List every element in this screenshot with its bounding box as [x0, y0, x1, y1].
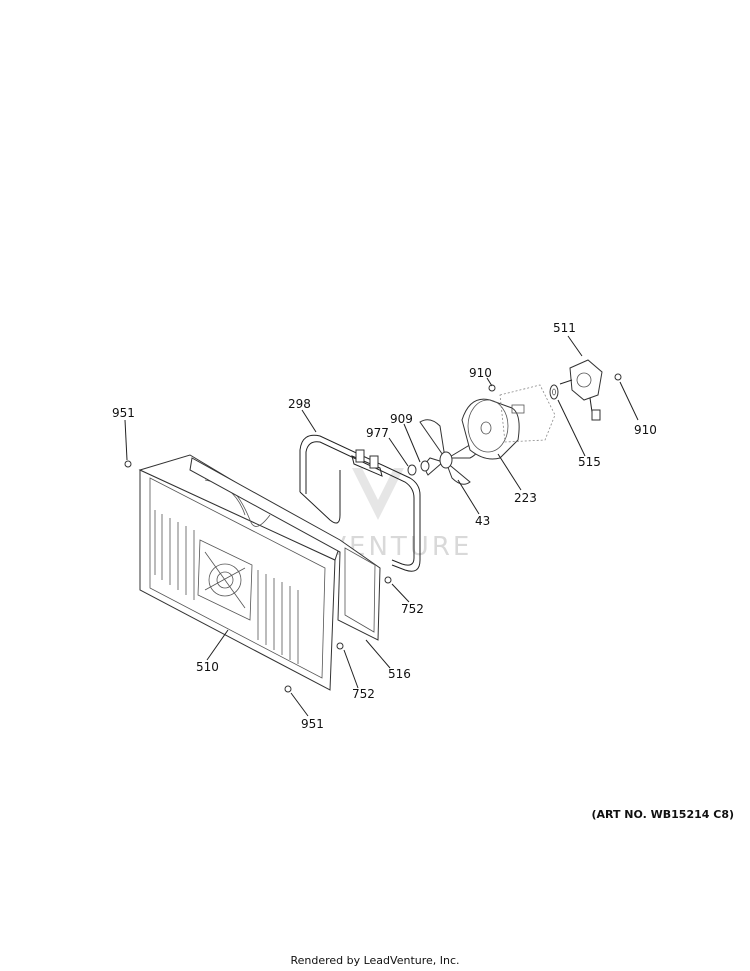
callout-951-bottom: 951: [301, 717, 324, 731]
footer-credit: Rendered by LeadVenture, Inc.: [290, 954, 460, 967]
screw-910-top: [488, 384, 496, 392]
callout-43: 43: [475, 514, 490, 528]
callout-298: 298: [288, 397, 311, 411]
motor-plate: [499, 384, 556, 443]
callout-752-right: 752: [401, 602, 424, 616]
callout-910-right: 910: [634, 423, 657, 437]
rear-panel-510: [138, 454, 341, 691]
motor-511: [559, 359, 603, 421]
callout-223: 223: [514, 491, 537, 505]
screw-951-top: [124, 460, 132, 468]
leader-lines: [124, 335, 639, 717]
screw-951-bottom: [284, 685, 292, 693]
screw-752-bottom: [336, 642, 344, 650]
callout-515: 515: [578, 455, 601, 469]
callout-511: 511: [553, 321, 576, 335]
callout-951-top: 951: [112, 406, 135, 420]
fan-blade-43: [419, 419, 480, 485]
callout-977: 977: [366, 426, 389, 440]
frame-516: [189, 457, 381, 641]
fan-cover-223: [461, 398, 520, 460]
callout-910-top: 910: [469, 366, 492, 380]
washer-515: [549, 384, 559, 400]
callout-510: 510: [196, 660, 219, 674]
washer-977: [407, 464, 417, 476]
callout-labels: 511 910 910 298 909 977 951 515 223 43 7…: [112, 321, 657, 731]
art-number: (ART NO. WB15214 C8): [591, 808, 734, 821]
screw-910-right: [614, 373, 622, 381]
callout-909: 909: [390, 412, 413, 426]
screw-752-right: [384, 576, 392, 584]
heating-element-298: [299, 434, 421, 572]
callout-516: 516: [388, 667, 411, 681]
nut-909: [420, 460, 430, 472]
callout-752-bottom: 752: [352, 687, 375, 701]
